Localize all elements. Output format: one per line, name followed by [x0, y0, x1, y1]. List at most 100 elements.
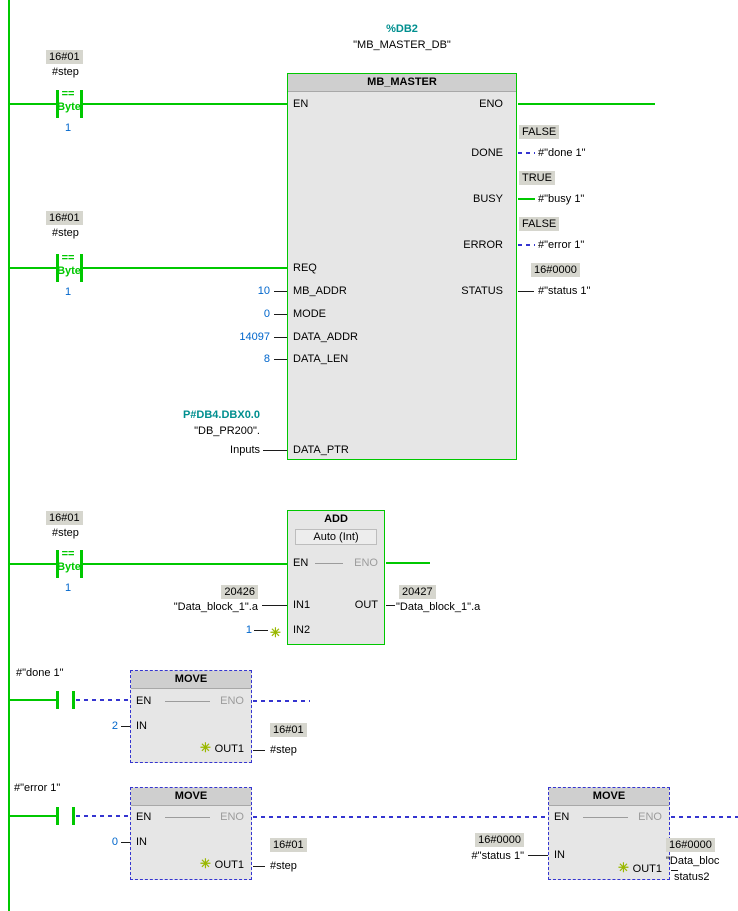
- compare-datatype[interactable]: Byte: [57, 265, 81, 277]
- out-operand[interactable]: #step: [270, 860, 297, 872]
- out-operand[interactable]: #step: [270, 744, 297, 756]
- instance-db-name[interactable]: "MB_MASTER_DB": [353, 39, 451, 51]
- output-operand[interactable]: #"done 1": [538, 147, 586, 159]
- pin-in: IN: [136, 836, 147, 848]
- compare-operator: ==: [61, 88, 75, 100]
- pin-in2: IN2: [293, 624, 311, 636]
- pin-data-addr: DATA_ADDR: [293, 331, 358, 343]
- pin-mode: MODE: [293, 308, 326, 320]
- no-contact-bar[interactable]: [72, 807, 75, 825]
- no-contact-bar[interactable]: [56, 691, 59, 709]
- move-block[interactable]: MOVE: [130, 787, 252, 880]
- compare-contact-bar[interactable]: [56, 254, 59, 282]
- contact-operand[interactable]: #step: [52, 227, 79, 239]
- wire: [83, 103, 287, 105]
- compare-value[interactable]: 1: [64, 286, 72, 298]
- no-contact-bar[interactable]: [56, 807, 59, 825]
- monitor-value-badge: 16#0000: [475, 833, 524, 847]
- wire: [518, 198, 535, 200]
- asterisk-icon: ✳: [618, 860, 629, 875]
- instance-db-address[interactable]: %DB2: [386, 23, 418, 35]
- mb-master-block-title: MB_MASTER: [288, 74, 516, 92]
- pin-out1: OUT1: [632, 863, 662, 875]
- out-operand[interactable]: "Data_bloc: [666, 855, 720, 867]
- internal-wire: [583, 817, 628, 818]
- monitor-value-badge: 16#01: [46, 211, 83, 225]
- monitor-value-badge: 16#0000: [666, 838, 715, 852]
- wire: [76, 699, 130, 701]
- wire: [253, 866, 265, 867]
- in2-value[interactable]: 1: [245, 624, 252, 636]
- contact-operand[interactable]: #step: [52, 66, 79, 78]
- data-ptr-operand[interactable]: "DB_PR200".: [194, 425, 260, 437]
- pin-eno: ENO: [638, 811, 662, 823]
- input-value[interactable]: 0: [263, 308, 270, 320]
- wire: [528, 855, 548, 856]
- wire: [10, 563, 56, 565]
- internal-wire: [165, 701, 210, 702]
- in-value[interactable]: 0: [111, 836, 118, 848]
- wire: [253, 816, 548, 818]
- wire: [671, 816, 738, 818]
- compare-datatype[interactable]: Byte: [57, 561, 81, 573]
- wire: [386, 605, 395, 606]
- pin-eno: ENO: [220, 811, 244, 823]
- contact-operand[interactable]: #"error 1": [14, 782, 61, 794]
- wire: [83, 267, 287, 269]
- wire: [262, 605, 287, 606]
- wire: [671, 870, 678, 871]
- pin-busy: BUSY: [473, 193, 503, 205]
- compare-datatype[interactable]: Byte: [57, 101, 81, 113]
- output-operand[interactable]: #"busy 1": [538, 193, 585, 205]
- pin-req: REQ: [293, 262, 317, 274]
- input-value[interactable]: 8: [263, 353, 270, 365]
- move-block[interactable]: MOVE: [548, 787, 670, 880]
- compare-contact-bar[interactable]: [80, 90, 83, 118]
- compare-contact-bar[interactable]: [56, 90, 59, 118]
- data-ptr-operand[interactable]: Inputs: [230, 444, 260, 456]
- input-value[interactable]: 10: [257, 285, 270, 297]
- contact-operand[interactable]: #step: [52, 527, 79, 539]
- pin-out1: OUT1: [214, 859, 244, 871]
- data-ptr-pointer[interactable]: P#DB4.DBX0.0: [182, 409, 260, 421]
- power-rail: [8, 0, 10, 911]
- pin-eno: ENO: [220, 695, 244, 707]
- output-operand[interactable]: #"status 1": [538, 285, 591, 297]
- internal-wire: [165, 817, 210, 818]
- output-operand[interactable]: #"error 1": [538, 239, 585, 251]
- compare-contact-bar[interactable]: [80, 550, 83, 578]
- in1-operand[interactable]: "Data_block_1".a: [173, 601, 258, 613]
- pin-en: EN: [293, 98, 309, 110]
- pin-en: EN: [136, 811, 152, 823]
- add-mode-dropdown[interactable]: Auto (Int): [295, 529, 377, 545]
- asterisk-icon: ✳: [200, 740, 211, 755]
- contact-operand[interactable]: #"done 1": [16, 667, 64, 679]
- wire: [518, 152, 535, 154]
- pin-out1: OUT1: [214, 743, 244, 755]
- pin-eno: ENO: [479, 98, 503, 110]
- in-operand[interactable]: #"status 1": [471, 850, 524, 862]
- monitor-value-badge: 20427: [399, 585, 436, 599]
- out-operand[interactable]: "Data_block_1".a: [396, 601, 481, 613]
- compare-contact-bar[interactable]: [80, 254, 83, 282]
- input-value[interactable]: 14097: [239, 331, 270, 343]
- wire: [253, 750, 265, 751]
- compare-value[interactable]: 1: [64, 582, 72, 594]
- no-contact-bar[interactable]: [72, 691, 75, 709]
- pin-en: EN: [554, 811, 570, 823]
- move-block-title: MOVE: [131, 671, 251, 689]
- mb-master-block[interactable]: MB_MASTER: [287, 73, 517, 460]
- monitor-value-badge: TRUE: [519, 171, 555, 185]
- compare-value[interactable]: 1: [64, 122, 72, 134]
- wire: [263, 450, 287, 451]
- in-value[interactable]: 2: [111, 720, 118, 732]
- wire: [518, 291, 534, 292]
- out-operand[interactable]: status2: [674, 871, 710, 883]
- monitor-value-badge: 16#01: [270, 723, 307, 737]
- pin-en: EN: [293, 557, 309, 569]
- move-block[interactable]: MOVE: [130, 670, 252, 763]
- move-block-title: MOVE: [131, 788, 251, 806]
- monitor-value-badge: 16#0000: [531, 263, 580, 277]
- compare-contact-bar[interactable]: [56, 550, 59, 578]
